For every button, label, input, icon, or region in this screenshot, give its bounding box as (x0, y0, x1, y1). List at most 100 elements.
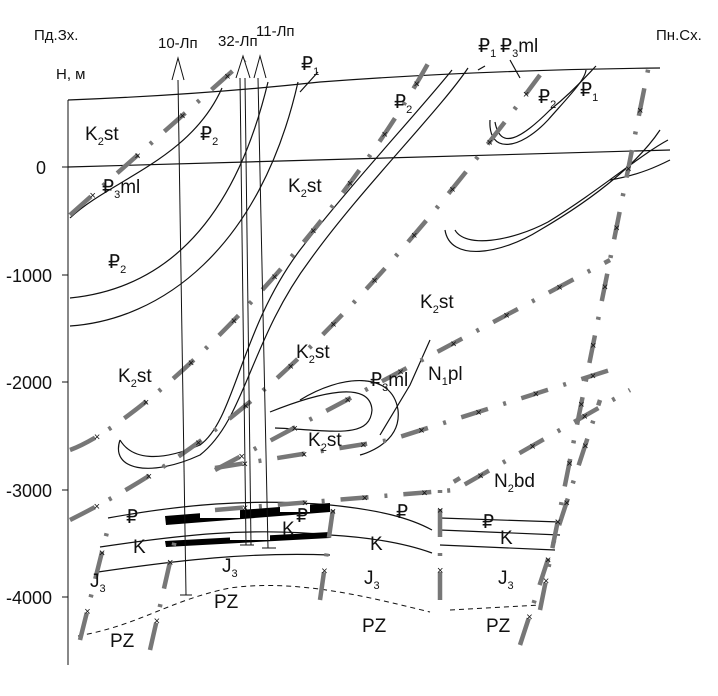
fault-marker-icon: × (84, 606, 90, 618)
fault-marker-icon: × (302, 498, 308, 510)
unit-label: K (500, 528, 513, 549)
fault-marker-icon: × (231, 315, 237, 327)
unit-label: J3 (498, 568, 514, 592)
unit-label: K (133, 537, 146, 558)
unit-label: ₽3ml (102, 177, 140, 201)
fault-marker-icon: × (487, 137, 493, 149)
pz-boundary (77, 585, 431, 637)
fault-line (68, 73, 542, 523)
right-direction-label: Пн.Сх. (656, 27, 702, 44)
unit-label: ₽1 (301, 54, 319, 78)
fault-marker-icon: × (414, 78, 420, 90)
fault-marker-icon: × (242, 401, 248, 413)
contact-line (69, 87, 223, 219)
fault-marker-icon: × (89, 190, 95, 202)
contact-line (299, 380, 399, 456)
fault-markers: ××××××××××××××××××××××××××××××××××××××××… (84, 71, 643, 628)
fault-marker-icon: × (310, 226, 316, 238)
contact-line (329, 504, 433, 531)
contact-line (329, 534, 433, 554)
fault-marker-icon: × (371, 275, 377, 287)
unit-label: N2bd (494, 471, 535, 495)
reservoir-gap (280, 504, 310, 512)
fault-marker-icon: × (421, 488, 427, 500)
depth-label-1000: -1000 (6, 266, 52, 286)
contact-line (509, 59, 521, 79)
left-direction-label: Пд.Зх. (34, 27, 78, 44)
fault-marker-icon: × (449, 184, 455, 196)
unit-label: ₽1 (580, 80, 598, 104)
fault-marker-icon: × (271, 271, 277, 283)
contact-line (299, 71, 319, 93)
unit-label: K2st (420, 292, 454, 316)
unit-label: PZ (486, 616, 511, 637)
reservoir-gap (230, 534, 270, 540)
contact-line (439, 517, 561, 523)
fault-marker-icon: × (526, 611, 532, 623)
fault-line (517, 399, 603, 646)
fault-marker-icon: × (503, 310, 509, 322)
fault-marker-icon: × (361, 493, 367, 505)
fault-marker-icon: × (188, 358, 194, 370)
fault-marker-icon: × (590, 370, 596, 382)
fault-marker-icon: × (134, 150, 140, 162)
contact-line (477, 65, 486, 71)
reservoir-layer (165, 503, 330, 547)
unit-label: ₽ (296, 506, 308, 527)
fault-marker-icon: × (582, 411, 588, 423)
contact-line (494, 65, 597, 140)
fault-marker-icon: × (179, 111, 185, 123)
unit-label: J3 (222, 556, 238, 580)
unit-label: ₽3ml (370, 370, 408, 394)
pz-boundary (449, 604, 541, 611)
lower-succession (77, 501, 561, 637)
fault-marker-icon: × (578, 399, 584, 411)
unit-label: J3 (90, 571, 106, 595)
stratigraphic-contacts-east (444, 59, 671, 252)
fault-line (317, 494, 338, 601)
unit-label: K2st (308, 430, 342, 454)
well-bore (177, 79, 187, 596)
fault-marker-icon: × (477, 471, 483, 483)
unit-label: J3 (364, 568, 380, 592)
depth-axis-unit: Н, м (56, 66, 85, 83)
unit-labels: K2st ₽2 ₽1 ₽2 ₽3ml K2st ₽2 K2st K2st K2s… (85, 36, 598, 652)
fault-marker-icon: × (637, 105, 643, 117)
fault-marker-icon: × (224, 71, 230, 83)
unit-label: ₽ (482, 512, 494, 533)
contact-line (99, 531, 331, 548)
fault-line (214, 367, 611, 471)
unit-label: K2st (296, 342, 330, 366)
contact-line (609, 159, 671, 181)
fault-marker-icon: × (381, 129, 387, 141)
fault-marker-icon: × (602, 281, 608, 293)
fault-line (437, 476, 462, 600)
fault-marker-icon: × (143, 397, 149, 409)
contact-line (489, 69, 587, 145)
fault-marker-icon: × (94, 501, 100, 513)
fault-marker-icon: × (291, 423, 297, 435)
fault-marker-icon: × (437, 565, 443, 577)
fault-marker-icon: × (287, 361, 293, 373)
fault-marker-icon: × (360, 439, 366, 451)
well-bore (257, 77, 269, 549)
fault-marker-icon: × (411, 230, 417, 242)
contact-line (97, 553, 331, 573)
depth-ticks (62, 166, 68, 598)
fault-line (147, 539, 178, 651)
unit-label: ₽2 (394, 92, 412, 116)
fault-marker-icon: × (238, 451, 244, 463)
fault-marker-icon: × (344, 395, 350, 407)
fault-marker-icon: × (154, 616, 160, 628)
fault-marker-icon: × (301, 449, 307, 461)
unit-label: N1pl (428, 364, 463, 388)
well-head-icon (235, 54, 251, 79)
fault-marker-icon: × (556, 282, 562, 294)
unit-label: K2st (288, 176, 322, 200)
fault-line (214, 388, 632, 513)
well-head-icon (171, 56, 185, 81)
unit-label: ₽1 (478, 36, 496, 60)
well-label: 10-Лп (158, 35, 198, 52)
unit-label: K2st (85, 124, 119, 148)
